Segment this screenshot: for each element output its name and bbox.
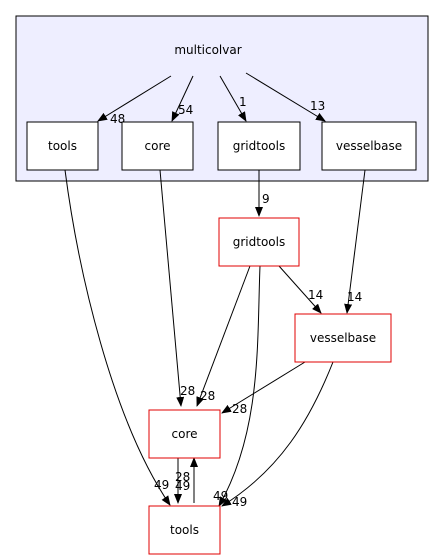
edge-label: 14: [308, 288, 323, 302]
edge-tools-to-core: 28: [175, 457, 198, 503]
edge-gridtools-to-vesselbase: 14: [278, 265, 323, 314]
edge-label: 49: [154, 478, 169, 492]
edge-label: 28: [200, 389, 215, 403]
node-multicolvar-tools[interactable]: tools: [26, 121, 99, 171]
node-label: vesselbase: [310, 331, 376, 345]
edge-vesselbase-inner-to-vesselbase: 14: [344, 169, 366, 314]
edge-core-to-tools: 49: [174, 458, 190, 504]
multicolvar-cluster-title: multicolvar: [174, 43, 241, 57]
edge-label: 28: [180, 384, 195, 398]
node-label: vesselbase: [336, 139, 402, 153]
edge-label: 49: [175, 479, 190, 493]
edge-label: 13: [310, 99, 325, 113]
edge-label: 1: [239, 95, 247, 109]
edge-gridtools-inner-to-gridtools: 9: [255, 170, 270, 217]
edge-label: 28: [232, 402, 247, 416]
node-multicolvar-vesselbase[interactable]: vesselbase: [321, 121, 417, 171]
edge-label: 48: [110, 112, 125, 126]
edge-label: 28: [175, 470, 190, 484]
edges: 48 54 1 13 9 14 14 28: [64, 72, 366, 509]
edge-vesselbase-to-core: 28: [221, 361, 306, 416]
edge-label: 49: [232, 495, 247, 509]
node-multicolvar-gridtools[interactable]: gridtools: [217, 121, 301, 171]
node-vesselbase[interactable]: vesselbase: [294, 313, 392, 363]
node-label: gridtools: [233, 235, 285, 249]
node-multicolvar-core[interactable]: core: [121, 121, 194, 171]
edge-multicolvar-to-tools: 48: [97, 75, 172, 126]
node-tools[interactable]: tools: [148, 505, 221, 555]
edge-inner-core-to-core: 28: [159, 169, 195, 407]
edge-label: 49: [213, 489, 228, 503]
node-label: tools: [170, 523, 199, 537]
node-label: core: [172, 427, 198, 441]
edge-inner-tools-to-tools: 49: [64, 169, 171, 506]
edge-label: 14: [347, 290, 362, 304]
edge-multicolvar-to-vesselbase: 13: [245, 72, 326, 122]
edge-multicolvar-to-gridtools: 1: [219, 75, 247, 122]
edge-vesselbase-to-tools: 49: [221, 361, 334, 509]
node-label: tools: [48, 139, 77, 153]
edge-label: 9: [262, 192, 270, 206]
node-core[interactable]: core: [148, 409, 221, 459]
edge-gridtools-to-core: 28: [196, 265, 251, 407]
node-label: core: [145, 139, 171, 153]
node-label: gridtools: [233, 139, 285, 153]
edge-multicolvar-to-core: 54: [171, 75, 194, 122]
edge-label: 54: [178, 103, 193, 117]
node-gridtools[interactable]: gridtools: [218, 217, 300, 267]
